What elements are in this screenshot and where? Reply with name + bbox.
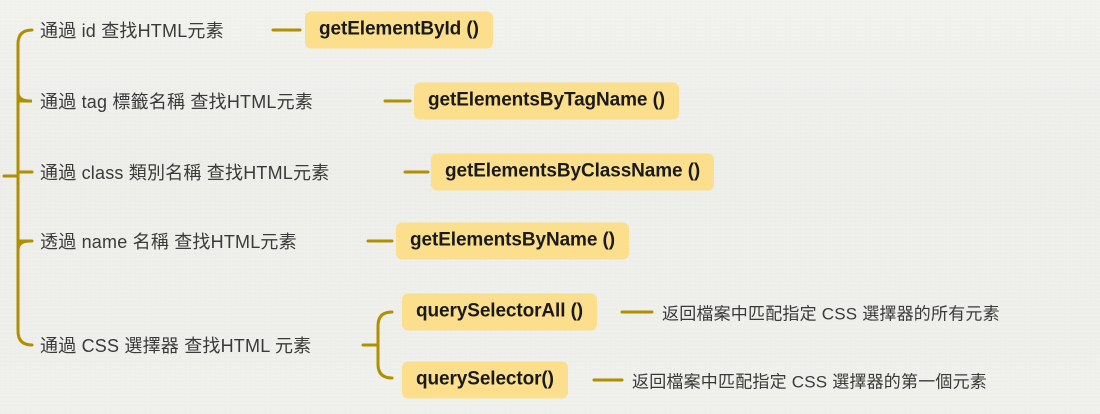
sub-bracket-spine xyxy=(376,310,394,380)
method-pill-getelementsbytagname[interactable]: getElementsByTagName () xyxy=(414,82,680,120)
branch-label-id[interactable]: 通過 id 查找HTML元素 xyxy=(40,21,224,41)
method-pill-queryselectorall[interactable]: querySelectorAll () xyxy=(402,293,598,331)
method-description-queryselector: 返回檔案中匹配指定 CSS 選擇器的第一個元素 xyxy=(632,372,987,392)
method-description-queryselectorall: 返回檔案中匹配指定 CSS 選擇器的所有元素 xyxy=(662,304,1000,324)
method-pill-getelementbyid[interactable]: getElementById () xyxy=(305,11,493,49)
branch-curve-4 xyxy=(16,239,32,252)
method-pill-queryselector[interactable]: querySelector() xyxy=(402,361,568,399)
branch-label-name[interactable]: 透過 name 名稱 查找HTML元素 xyxy=(40,232,297,252)
method-pill-getelementsbyclassname[interactable]: getElementsByClassName () xyxy=(431,153,715,191)
branch-label-class[interactable]: 通過 class 類別名稱 查找HTML元素 xyxy=(40,163,330,183)
branch-label-tag[interactable]: 通過 tag 標籤名稱 查找HTML元素 xyxy=(40,92,314,112)
method-pill-getelementsbyname[interactable]: getElementsByName () xyxy=(396,222,629,260)
main-bracket-spine xyxy=(16,28,34,347)
branch-label-css-selector[interactable]: 通過 CSS 選擇器 查找HTML 元素 xyxy=(40,336,312,356)
branch-curve-2 xyxy=(16,90,32,103)
